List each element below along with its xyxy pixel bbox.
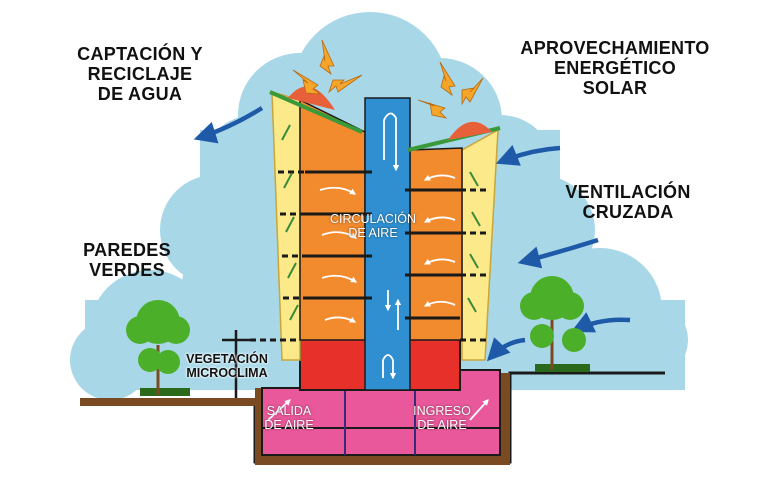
solar-dome-right xyxy=(448,121,492,140)
air-circulation-core xyxy=(364,97,411,391)
wind-arrows xyxy=(193,106,631,362)
floor-slabs xyxy=(305,170,460,320)
floor-extensions xyxy=(250,170,490,342)
light-pole xyxy=(222,330,250,398)
sun-arrows xyxy=(292,39,484,119)
tree-left xyxy=(126,300,190,396)
green-wall-plants xyxy=(281,124,481,321)
tree-right xyxy=(520,276,590,372)
roof-left-green xyxy=(269,90,363,134)
inner-air-flow xyxy=(267,112,489,421)
ground-left xyxy=(80,398,258,406)
solar-dome-left xyxy=(288,86,335,110)
